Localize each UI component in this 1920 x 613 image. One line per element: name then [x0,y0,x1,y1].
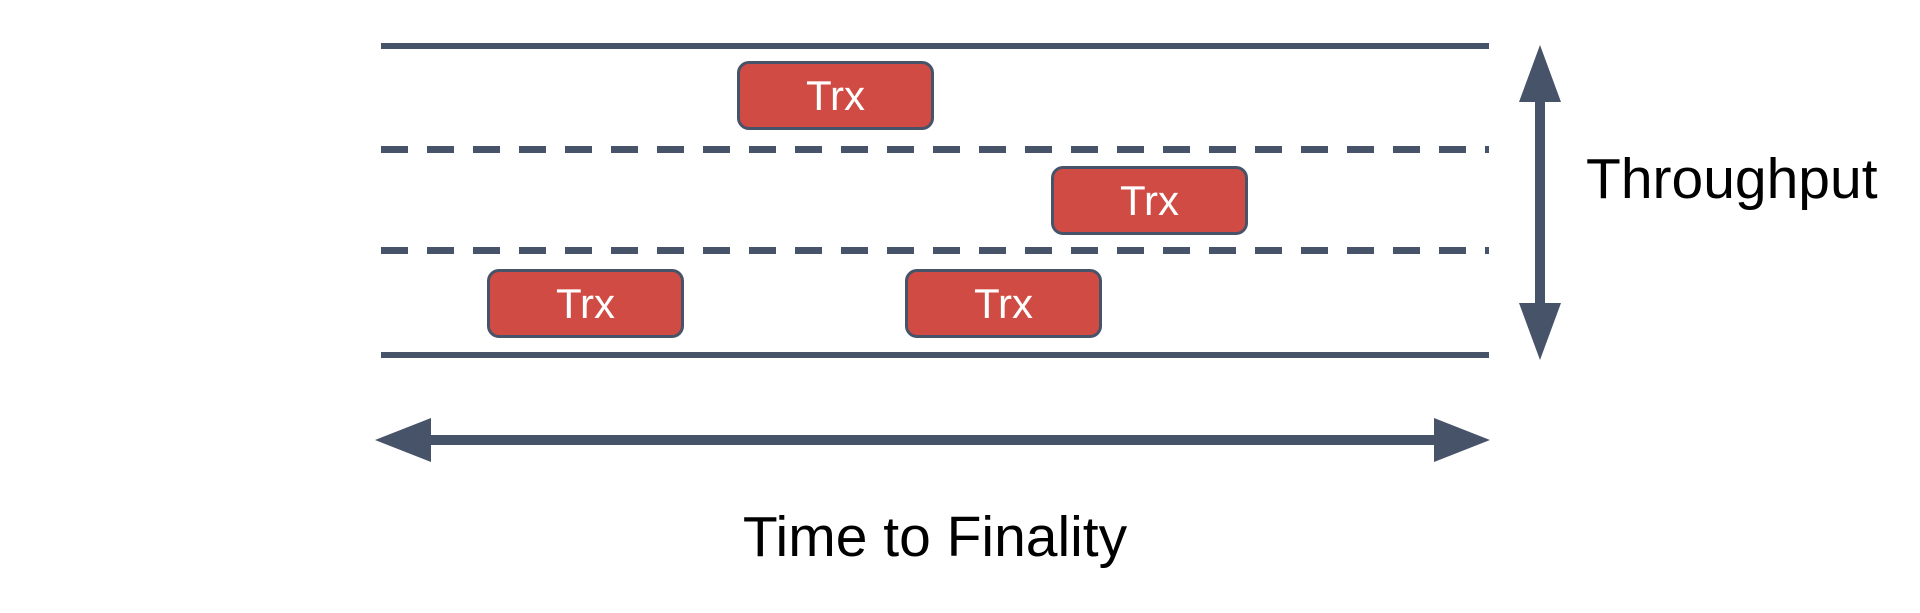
lane-divider-dashed-line-2 [381,247,1489,254]
trx-box-middle-lane: Trx [1051,166,1248,235]
road-bottom-boundary-line [381,352,1489,358]
trx-box-bottom-lane-left: Trx [487,269,684,338]
trx-box-label: Trx [1119,176,1180,224]
time-axis-arrow-left-head-icon [375,418,431,462]
trx-box-label: Trx [805,71,866,119]
throughput-arrow-shaft [1535,99,1545,307]
trx-box-label: Trx [973,279,1034,327]
lane-divider-dashed-line-1 [381,146,1489,153]
throughput-axis-label: Throughput [1586,147,1878,211]
time-to-finality-axis-label: Time to Finality [742,505,1128,569]
time-axis-arrow-right-head-icon [1434,418,1490,462]
time-axis-arrow-shaft [428,435,1436,445]
trx-box-bottom-lane-right: Trx [905,269,1102,338]
trx-box-top-lane: Trx [737,61,934,130]
throughput-arrow-down-head-icon [1519,303,1561,360]
trx-box-label: Trx [555,279,616,327]
throughput-arrow-up-head-icon [1519,45,1561,102]
road-top-boundary-line [381,43,1489,49]
